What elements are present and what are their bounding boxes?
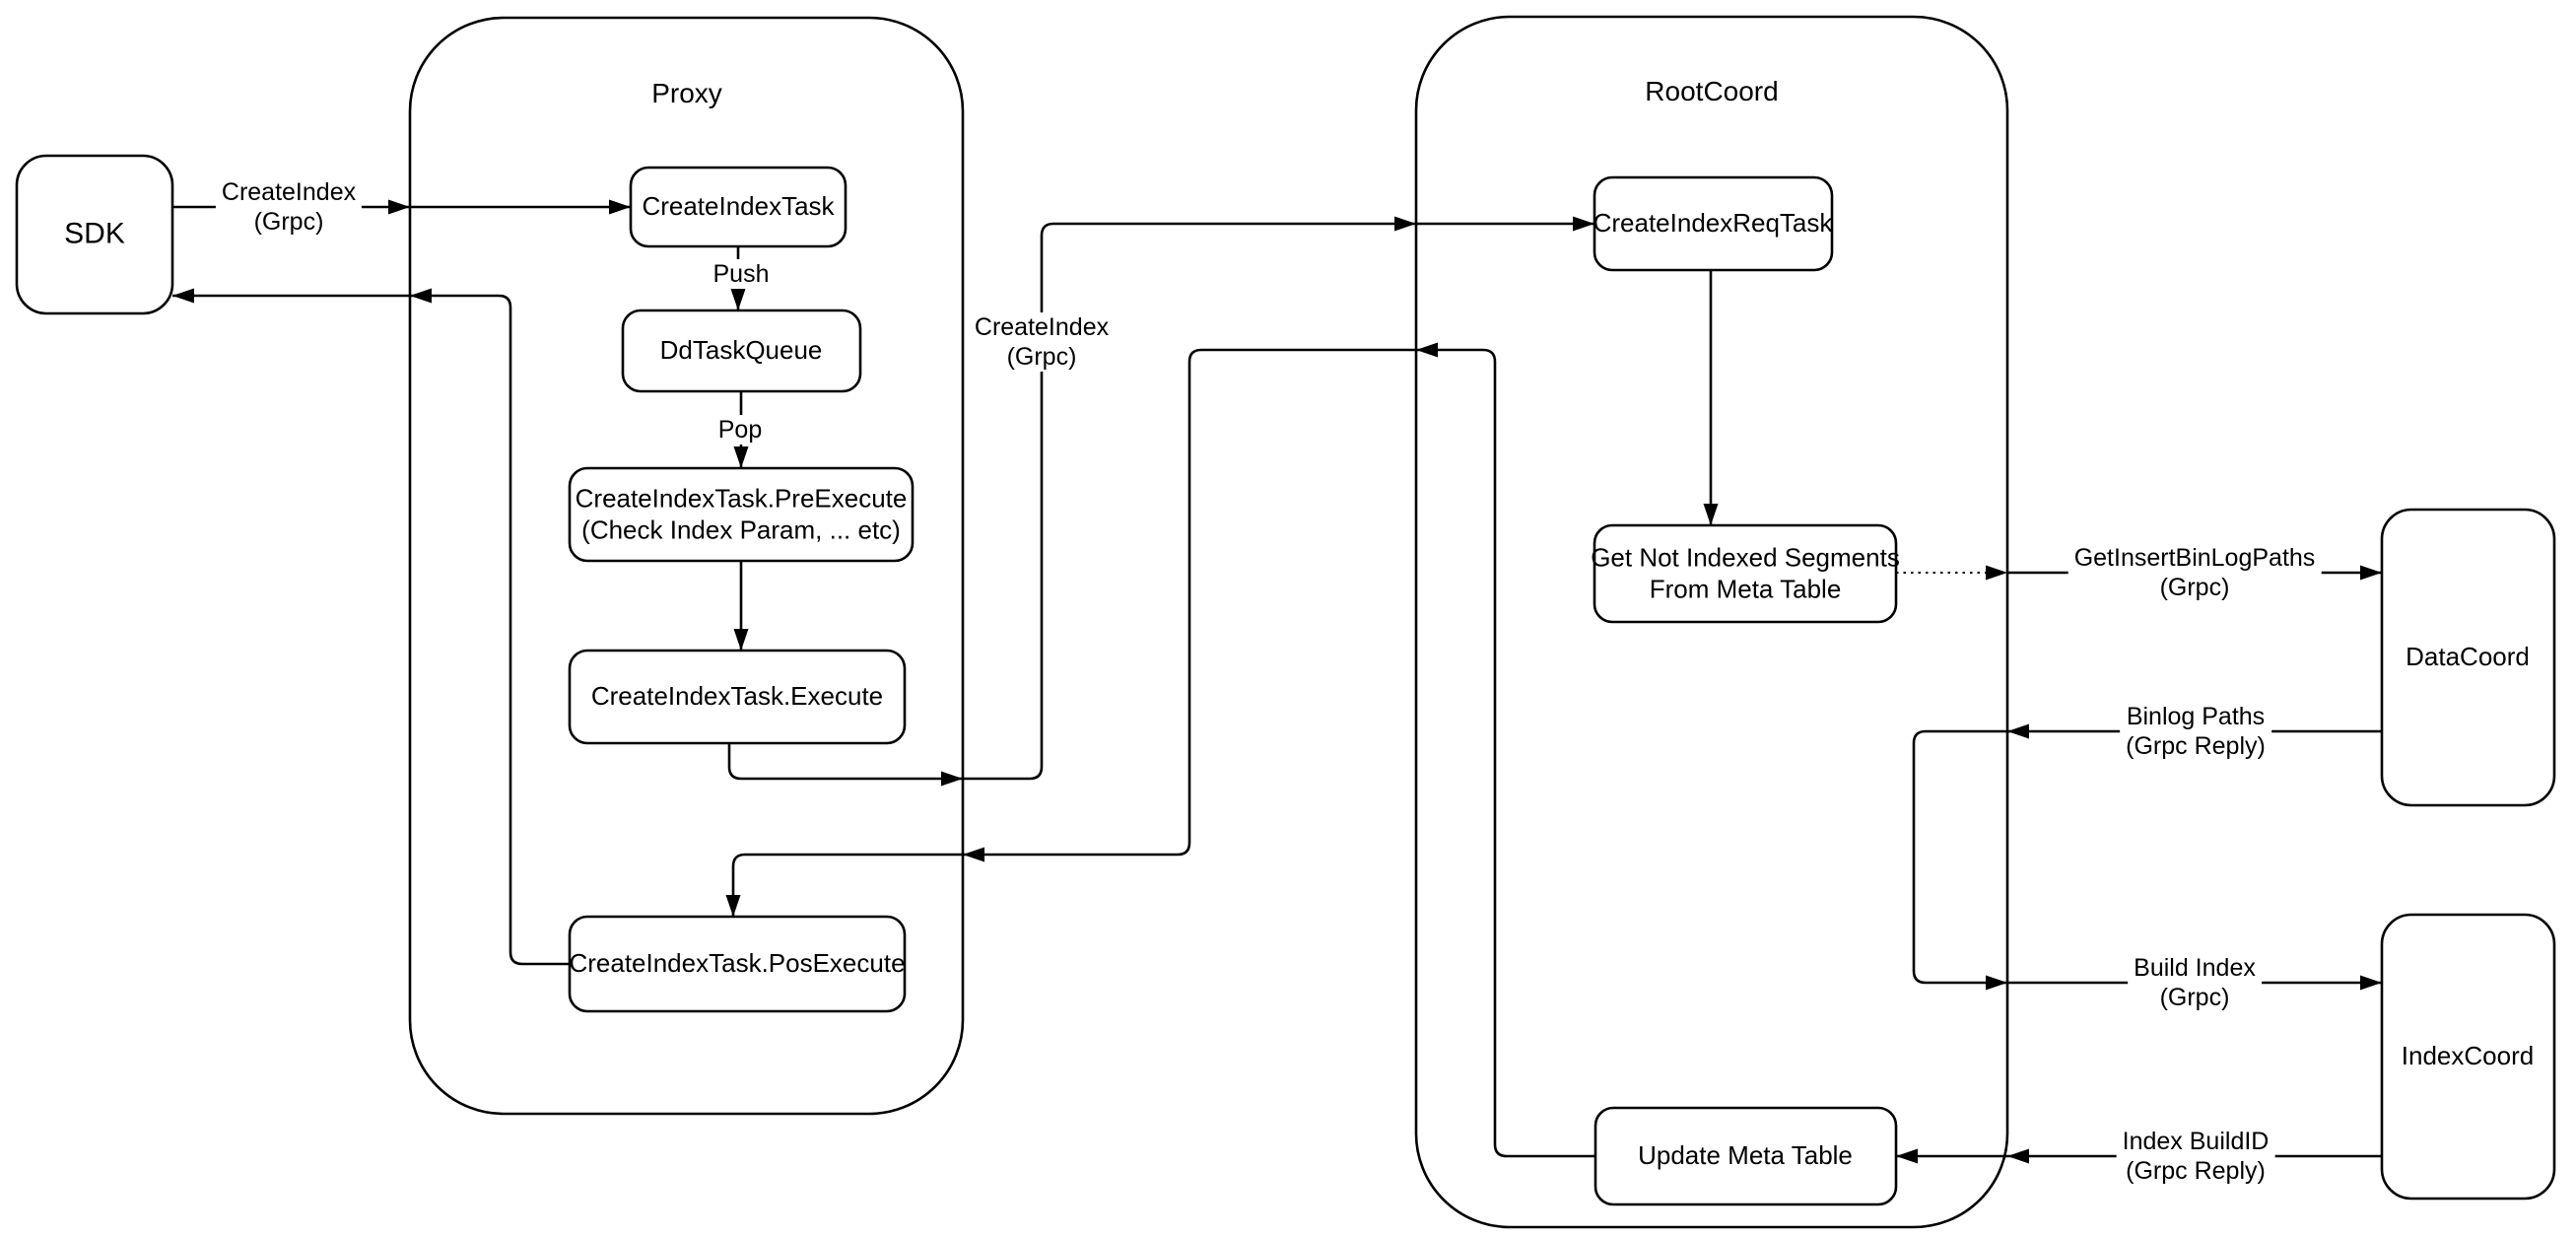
rootcoord-title: RootCoord [1645,75,1779,106]
datacoord-box [2380,508,2556,807]
execute-label: CreateIndexTask.Execute [590,681,884,712]
edge-label-getinsertbinlogpaths: GetInsertBinLogPaths (Grpc) [2068,543,2322,602]
preexecute-label: CreateIndexTask.PreExecute (Check Index … [575,483,908,544]
edge-label-createindex-sdk: CreateIndex (Grpc) [215,177,363,237]
edge-label-buildindex: Build Index (Grpc) [2128,953,2262,1012]
createindextask-box [629,166,847,248]
edge-rootcoord-internal-bracket [1912,729,2007,991]
edge-posexecute-to-proxy-border [410,288,570,966]
createindexreqtask-label: CreateIndexReqTask [1593,208,1833,239]
edge-label-pop: Pop [712,415,769,445]
ddtaskqueue-label: DdTaskQueue [659,335,823,366]
edge-label-push: Push [707,259,776,289]
proxy-container-box [408,16,965,1116]
edge-rootcoord-to-proxy-border [963,348,1416,862]
edge-proxy-to-rootcoord-border [963,216,1416,781]
edge-label-indexbuildid: Index BuildID (Grpc Reply) [2116,1127,2275,1186]
getnotindexed-box [1593,523,1898,624]
proxy-title: Proxy [651,77,722,108]
edge-execute-to-proxy-border [727,743,963,787]
indexcoord-box [2380,913,2556,1201]
datacoord-label: DataCoord [2406,642,2530,672]
posexecute-label: CreateIndexTask.PosExecute [569,948,906,979]
createindexreqtask-box [1593,175,1834,272]
edge-updatemeta-to-rootcoord-border [1416,342,1595,1158]
updatemeta-box [1593,1106,1898,1206]
preexecute-box [568,466,915,563]
ddtaskqueue-box [621,309,862,393]
sdk-box [15,154,174,315]
edge-label-createindex-root: CreateIndex (Grpc) [968,312,1116,372]
posexecute-box [568,915,907,1013]
createindextask-label: CreateIndexTask [642,191,835,222]
updatemeta-label: Update Meta Table [1638,1140,1853,1171]
getnotindexed-label: Get Not Indexed Segments From Meta Table [1591,542,1900,603]
execute-box [568,649,907,745]
edge-proxy-border-to-posexecute [725,853,963,917]
sdk-label: SDK [64,217,125,250]
edge-label-binlogpaths: Binlog Paths (Grpc Reply) [2120,702,2271,761]
indexcoord-label: IndexCoord [2401,1041,2535,1071]
